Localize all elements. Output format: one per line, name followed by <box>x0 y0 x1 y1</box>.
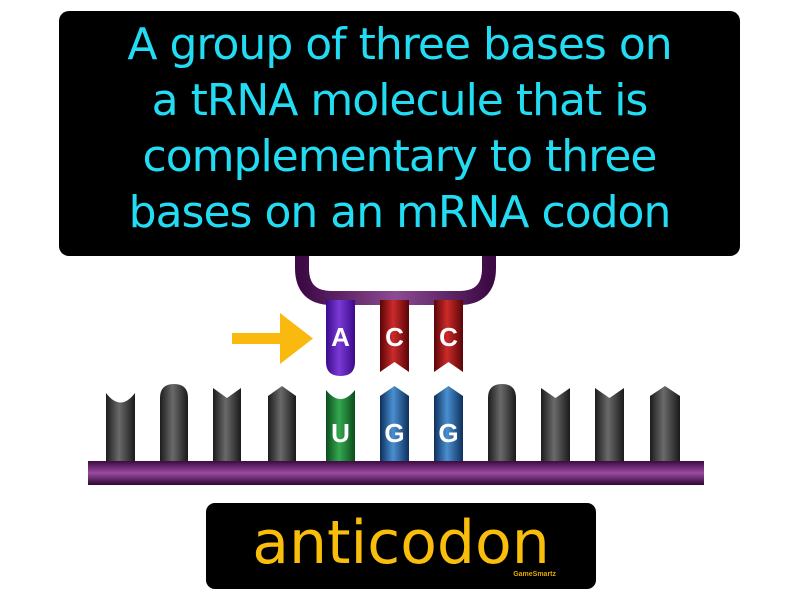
trna-base-c1-label: C <box>385 322 404 352</box>
mrna-base <box>541 388 570 463</box>
mrna-base <box>106 393 135 463</box>
trna-base-a: A <box>326 300 355 376</box>
mrna-base <box>488 384 516 463</box>
mrna-strand <box>88 461 704 485</box>
trna-base-c2-label: C <box>439 322 458 352</box>
trna-base-c1: C <box>380 300 409 372</box>
definition-line-2: a tRNA molecule that is <box>151 75 649 126</box>
trna-loop <box>295 250 496 305</box>
mrna-base-g2: G <box>434 386 463 463</box>
definition-text: A group of three bases on a tRNA molecul… <box>59 17 740 241</box>
mrna-base <box>160 384 188 463</box>
mrna-base <box>213 388 241 463</box>
mrna-base <box>595 388 624 463</box>
mrna-base <box>268 386 296 463</box>
trna-base-a-label: A <box>331 322 350 352</box>
mrna-bases: U G G <box>106 384 680 463</box>
term-title: anticodon <box>252 508 550 578</box>
mrna-base <box>650 386 680 463</box>
mrna-base-g1: G <box>380 386 409 463</box>
definition-box: A group of three bases on a tRNA molecul… <box>59 11 740 256</box>
trna-base-c2: C <box>434 300 463 372</box>
definition-line-3: complementary to three <box>142 131 658 182</box>
definition-line-1: A group of three bases on <box>127 19 672 70</box>
mrna-base-u: U <box>326 390 355 463</box>
mrna-base-g2-label: G <box>438 418 458 448</box>
arrow-right-icon <box>232 313 313 364</box>
mrna-base-g1-label: G <box>384 418 404 448</box>
term-box: anticodon GameSmartz <box>206 503 596 589</box>
brand-logo: GameSmartz <box>513 571 556 578</box>
definition-line-4: bases on an mRNA codon <box>128 187 672 238</box>
mrna-base-u-label: U <box>331 418 350 448</box>
